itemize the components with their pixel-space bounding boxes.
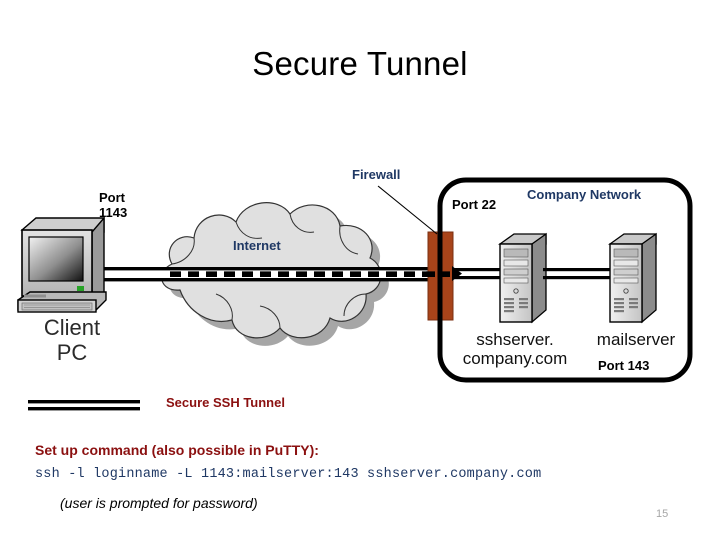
wire-sshserver-mailserver [543, 268, 613, 280]
label-port-1143-line1: Port [99, 190, 125, 205]
label-client-pc: Client PC [20, 315, 124, 365]
password-prompt-note: (user is prompted for password) [60, 495, 258, 511]
label-mailserver: mailserver [596, 330, 676, 349]
label-port-143: Port 143 [598, 358, 650, 373]
label-port-22: Port 22 [452, 197, 497, 212]
label-company-network: Company Network [527, 187, 642, 202]
firewall-icon [426, 226, 456, 330]
sshserver-icon [497, 232, 547, 324]
client-pc-icon [17, 216, 107, 313]
label-port-1143: Port 1143 [99, 190, 128, 220]
legend-tunnel-label: Secure SSH Tunnel [166, 395, 285, 410]
label-internet: Internet [233, 238, 281, 253]
firewall-leader-line [377, 185, 438, 235]
label-port-1143-line2: 1143 [99, 204, 128, 220]
label-client-pc-line1: Client [43, 315, 101, 340]
label-client-pc-line2: PC [56, 340, 88, 366]
label-sshserver-line2: company.com [462, 349, 568, 369]
setup-command-heading: Set up command (also possible in PuTTY): [35, 442, 319, 458]
label-sshserver-line1: sshserver. [476, 330, 554, 349]
page-number: 15 [656, 508, 669, 520]
wire-firewall-sshserver [452, 266, 504, 281]
page-title: Secure Tunnel [252, 45, 468, 82]
legend-tunnel-swatch [28, 400, 140, 411]
label-firewall: Firewall [352, 167, 401, 182]
ssh-command-text: ssh -l loginname -L 1143:mailserver:143 … [35, 467, 542, 482]
secure-tunnel-pipe [104, 267, 450, 282]
mailserver-icon [607, 232, 657, 324]
label-sshserver: sshserver. company.com [453, 330, 577, 368]
